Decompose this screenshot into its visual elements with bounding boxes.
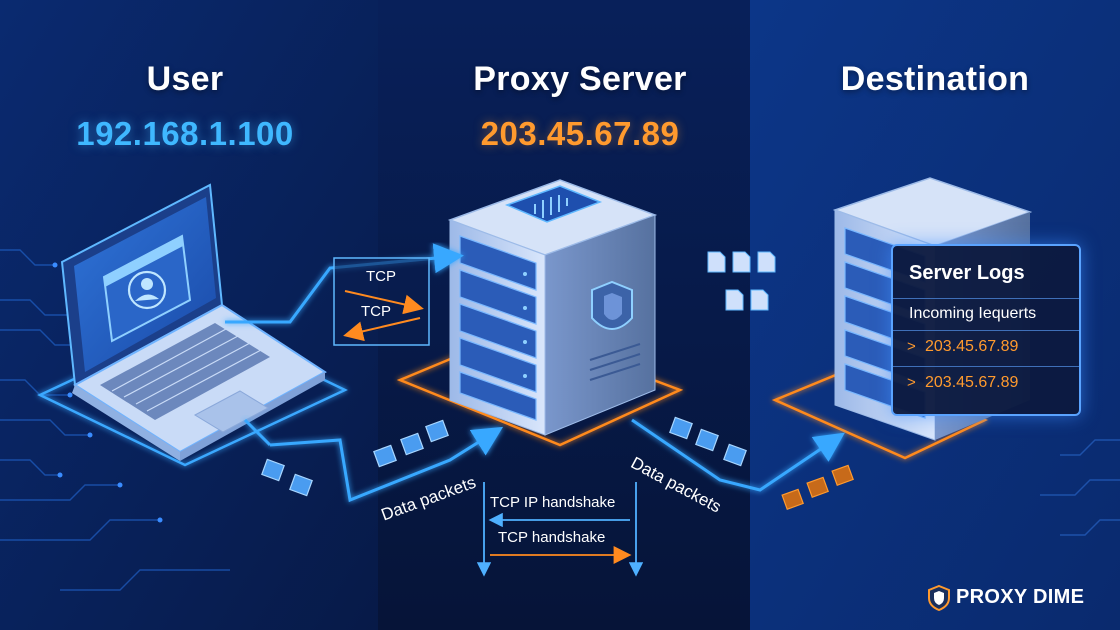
user-title: User	[146, 60, 224, 98]
server-logs-panel: Server Logs Incoming Iequerts > 203.45.6…	[891, 244, 1081, 416]
proxy-ip: 203.45.67.89	[480, 115, 680, 152]
log-entry-ip: 203.45.67.89	[925, 338, 1019, 355]
shield-icon	[928, 585, 950, 611]
logs-divider	[893, 298, 1079, 299]
proxy-title: Proxy Server	[473, 60, 687, 98]
destination-title: Destination	[840, 60, 1030, 98]
handshake-top-label: TCP IP handshake	[490, 494, 616, 511]
log-entry-ip: 203.45.67.89	[925, 374, 1019, 391]
server-logs-title: Server Logs	[909, 262, 1025, 284]
server-logs-subtitle: Incoming Iequerts	[909, 305, 1037, 322]
tcp-label-bottom: TCP	[361, 303, 391, 320]
brand-name: PROXY DIME	[956, 586, 1085, 608]
log-entry: > 203.45.67.89	[893, 330, 1079, 365]
chevron-right-icon: >	[907, 374, 916, 391]
user-ip: 192.168.1.100	[76, 115, 294, 152]
chevron-right-icon: >	[907, 338, 916, 355]
log-entry: > 203.45.67.89	[893, 366, 1079, 401]
tcp-label-top: TCP	[366, 268, 396, 285]
handshake-bottom-label: TCP handshake	[498, 529, 606, 546]
